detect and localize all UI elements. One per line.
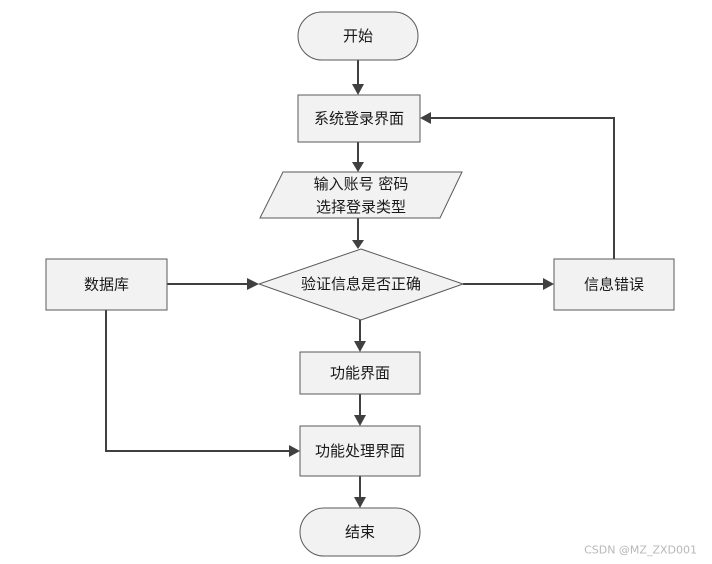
edge-process-to-end bbox=[354, 476, 366, 508]
node-database-label: 数据库 bbox=[84, 276, 129, 294]
node-login-screen: 系统登录界面 bbox=[297, 94, 421, 143]
watermark-text: CSDN @MZ_ZXD001 bbox=[584, 544, 697, 557]
edge-error-to-login bbox=[420, 112, 615, 259]
node-verify: 验证信息是否正确 bbox=[257, 248, 465, 321]
node-function-screen-label: 功能界面 bbox=[330, 364, 390, 382]
node-process-screen: 功能处理界面 bbox=[299, 425, 421, 477]
node-process-screen-label: 功能处理界面 bbox=[315, 442, 405, 460]
node-error-label: 信息错误 bbox=[584, 276, 644, 294]
node-input-label-line1: 输入账号 密码 bbox=[314, 175, 409, 193]
edge-database-to-process bbox=[105, 310, 300, 457]
node-function-screen: 功能界面 bbox=[299, 351, 421, 395]
edges bbox=[105, 60, 615, 508]
node-login-screen-label: 系统登录界面 bbox=[314, 110, 404, 128]
node-input-label-line2: 选择登录类型 bbox=[316, 198, 406, 216]
node-end-label: 结束 bbox=[345, 523, 375, 541]
node-start-label: 开始 bbox=[343, 27, 373, 45]
node-start: 开始 bbox=[297, 11, 419, 61]
edge-input-to-verify bbox=[352, 218, 364, 249]
edge-verify-to-function bbox=[354, 320, 366, 352]
node-error: 信息错误 bbox=[553, 258, 675, 311]
edge-database-to-verify bbox=[167, 278, 259, 290]
edge-start-to-login bbox=[352, 60, 364, 95]
edge-verify-to-error bbox=[463, 278, 554, 290]
node-database: 数据库 bbox=[45, 258, 168, 311]
node-input: 输入账号 密码 选择登录类型 bbox=[259, 171, 463, 219]
node-end: 结束 bbox=[299, 507, 421, 557]
node-verify-label: 验证信息是否正确 bbox=[301, 275, 421, 293]
edge-function-to-process bbox=[354, 394, 366, 426]
edge-login-to-input bbox=[352, 142, 364, 172]
